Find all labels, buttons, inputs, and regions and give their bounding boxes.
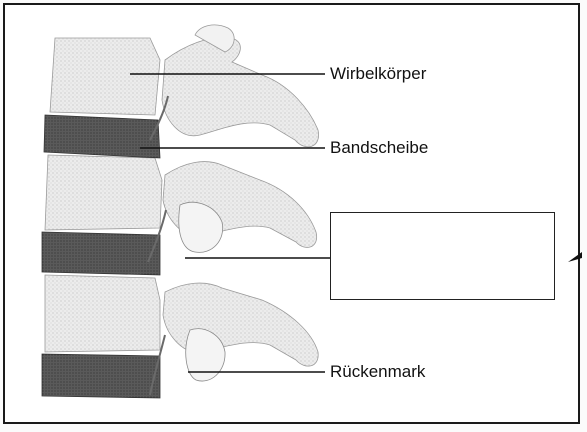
vertebral-bodies bbox=[45, 38, 162, 352]
disc-3 bbox=[42, 354, 160, 398]
disc-1 bbox=[44, 115, 160, 158]
label-vertebral-body: Wirbelkörper bbox=[330, 65, 426, 82]
vertebra-2 bbox=[45, 155, 162, 230]
vertebra-1 bbox=[50, 38, 160, 115]
edge-arrow-icon bbox=[568, 252, 582, 262]
label-disc: Bandscheibe bbox=[330, 139, 428, 156]
disc-2 bbox=[42, 232, 160, 275]
process-upper bbox=[162, 37, 319, 146]
vertebra-3 bbox=[45, 275, 160, 352]
label-spinal-cord: Rückenmark bbox=[330, 363, 425, 380]
blank-answer-box[interactable] bbox=[330, 212, 555, 300]
vertebral-processes bbox=[162, 25, 319, 381]
